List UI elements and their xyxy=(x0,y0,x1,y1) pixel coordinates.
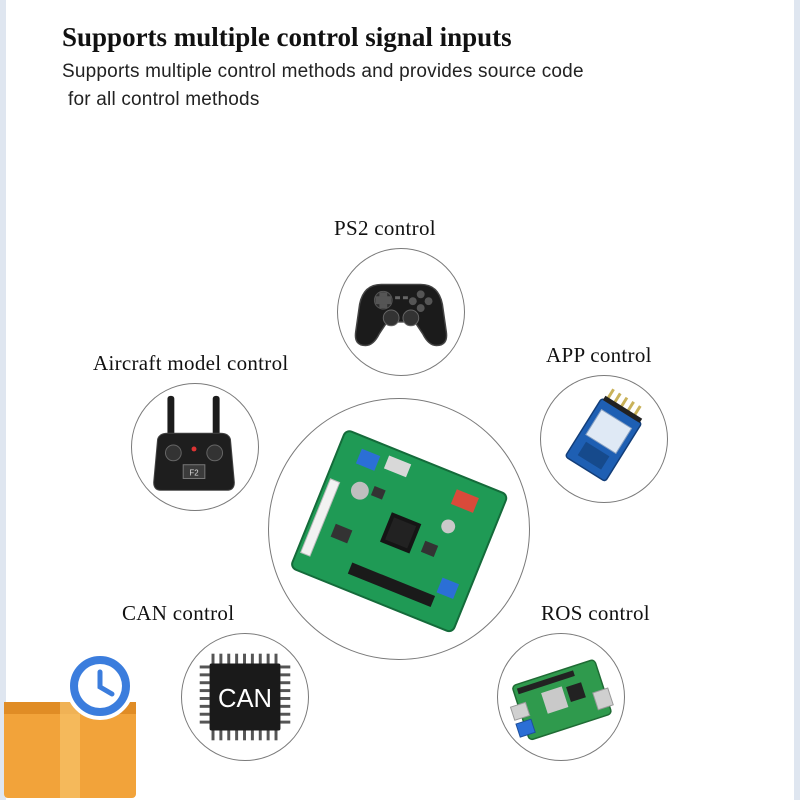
app-control-label: APP control xyxy=(546,343,652,367)
center-board-circle xyxy=(268,398,530,660)
package-icon xyxy=(4,702,136,798)
raspberry-pi-board-icon xyxy=(509,659,614,741)
chip-icon: CAN xyxy=(199,653,291,741)
chip-text: CAN xyxy=(218,685,272,713)
aircraft-model-control-label: Aircraft model control xyxy=(93,351,289,375)
gamepad-icon xyxy=(354,283,448,347)
ps2-control-circle xyxy=(337,248,465,376)
controller-board-icon xyxy=(291,430,508,633)
ros-control-circle xyxy=(497,633,625,761)
aircraft-model-control-circle: F2 xyxy=(131,383,259,511)
corner-badge xyxy=(0,652,150,800)
subtitle-line-1: Supports multiple control methods and pr… xyxy=(62,61,584,82)
ps2-control-label: PS2 control xyxy=(334,216,436,240)
page-title: Supports multiple control signal inputs xyxy=(62,22,512,52)
rc-screen-text: F2 xyxy=(189,469,198,478)
bluetooth-module-icon xyxy=(565,388,643,482)
subtitle-line-2: for all control methods xyxy=(68,89,260,110)
app-control-circle xyxy=(540,375,668,503)
can-control-circle: CAN xyxy=(181,633,309,761)
rc-transmitter-icon: F2 xyxy=(153,395,235,491)
clock-icon xyxy=(66,652,134,720)
page-subtitle: Supports multiple control methods and pr… xyxy=(62,58,742,114)
can-control-label: CAN control xyxy=(122,601,235,625)
ros-control-label: ROS control xyxy=(541,601,650,625)
